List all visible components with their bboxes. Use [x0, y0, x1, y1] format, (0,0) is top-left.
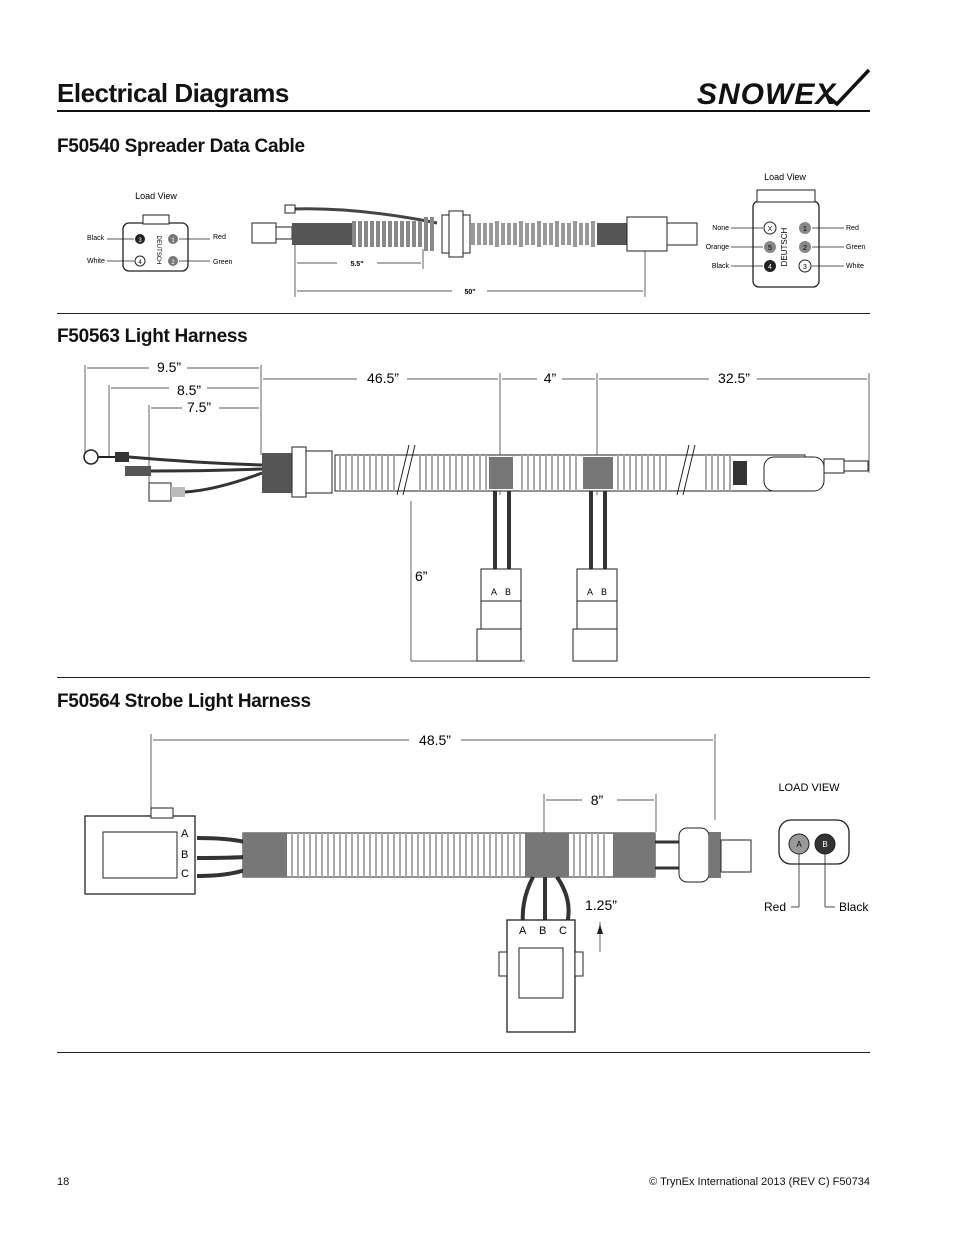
svg-text:DEUTSCH: DEUTSCH — [780, 227, 789, 266]
svg-text:B: B — [601, 587, 607, 597]
copyright: © TrynEx International 2013 (REV C) F507… — [649, 1176, 870, 1188]
data-cable-diagram: Load View 3 1 4 2 DEUTSCH Black Red Whit… — [87, 172, 866, 297]
svg-text:A: A — [491, 587, 497, 597]
svg-text:2: 2 — [803, 245, 807, 252]
svg-text:Green: Green — [846, 244, 866, 251]
svg-text:6”: 6” — [415, 568, 428, 584]
section-title-data-cable: F50540 Spreader Data Cable — [57, 136, 305, 157]
svg-text:SNOWEX: SNOWEX — [697, 78, 837, 110]
section-title-strobe-harness: F50564 Strobe Light Harness — [57, 691, 311, 712]
snowex-logo: SNOWEX — [697, 68, 871, 110]
svg-text:A: A — [587, 587, 593, 597]
section-title-light-harness: F50563 Light Harness — [57, 326, 248, 347]
svg-text:B: B — [181, 849, 188, 861]
svg-text:4: 4 — [138, 260, 142, 266]
svg-text:7.5”: 7.5” — [187, 399, 211, 415]
svg-text:Black: Black — [87, 235, 105, 242]
svg-text:1.25”: 1.25” — [585, 897, 617, 913]
svg-text:3: 3 — [138, 238, 142, 244]
page-title: Electrical Diagrams — [57, 78, 289, 108]
svg-text:Red: Red — [846, 225, 859, 232]
svg-text:5: 5 — [768, 245, 772, 252]
svg-text:B: B — [505, 587, 511, 597]
header-rule — [57, 110, 870, 112]
svg-text:DEUTSCH: DEUTSCH — [155, 235, 161, 264]
svg-text:4: 4 — [768, 264, 772, 271]
svg-text:LOAD VIEW: LOAD VIEW — [778, 782, 840, 794]
svg-text:White: White — [87, 258, 105, 265]
section-divider-2 — [57, 677, 870, 678]
svg-text:8”: 8” — [591, 792, 604, 808]
svg-text:Orange: Orange — [706, 244, 729, 251]
svg-text:4”: 4” — [544, 370, 557, 386]
svg-text:None: None — [712, 225, 729, 232]
svg-text:5.5": 5.5" — [350, 261, 363, 268]
svg-text:1: 1 — [803, 226, 807, 233]
section-divider-3 — [57, 1052, 870, 1053]
svg-text:B: B — [539, 925, 546, 937]
svg-text:Green: Green — [213, 259, 233, 266]
svg-text:Red: Red — [213, 234, 226, 241]
page-number: 18 — [57, 1176, 70, 1188]
svg-text:50": 50" — [464, 289, 475, 296]
svg-text:Black: Black — [839, 900, 869, 914]
svg-text:Red: Red — [764, 900, 786, 914]
strobe-harness-diagram: 48.5” 8” A B C A B C 1.25” LOAD VIEW A B — [84, 732, 869, 1033]
left-connector-caption: Load View — [135, 191, 177, 201]
svg-text:9.5”: 9.5” — [157, 359, 181, 375]
section-divider-1 — [57, 313, 870, 314]
svg-text:3: 3 — [803, 264, 807, 271]
light-harness-diagram: 9.5” 8.5” 7.5” 46.5” 4” 32.5” — [83, 359, 870, 662]
svg-text:X: X — [768, 226, 773, 233]
svg-text:A: A — [519, 925, 527, 937]
svg-text:8.5”: 8.5” — [177, 382, 201, 398]
svg-text:C: C — [559, 925, 567, 937]
svg-text:48.5”: 48.5” — [419, 732, 451, 748]
svg-text:A: A — [181, 828, 189, 840]
svg-text:1: 1 — [171, 238, 175, 244]
right-connector-caption: Load View — [764, 172, 806, 182]
svg-text:32.5”: 32.5” — [718, 370, 750, 386]
svg-text:Black: Black — [712, 263, 730, 270]
svg-text:46.5”: 46.5” — [367, 370, 399, 386]
svg-text:A: A — [796, 840, 802, 849]
svg-text:White: White — [846, 263, 864, 270]
svg-text:C: C — [181, 868, 189, 880]
svg-text:2: 2 — [171, 260, 175, 266]
svg-text:B: B — [822, 840, 827, 849]
